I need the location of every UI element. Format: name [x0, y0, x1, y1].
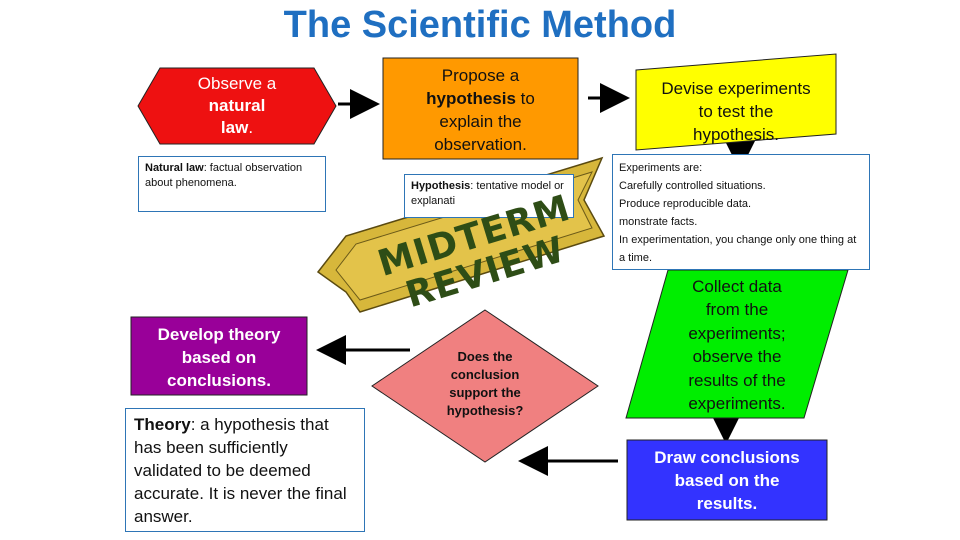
- theory-note: Theory: a hypothesis that has been suffi…: [125, 408, 365, 532]
- collect-line1: Collect data: [692, 276, 782, 296]
- collect-label: Collect data from the experiments; obser…: [648, 274, 826, 416]
- decision-line1: Does the: [457, 349, 513, 364]
- observe-label: Observe a natural law.: [160, 68, 314, 144]
- decision-label: Does the conclusion support the hypothes…: [420, 346, 550, 422]
- hypothesis-definition: : tentative model or explanati: [411, 180, 564, 207]
- collect-line5: results of the: [688, 370, 786, 390]
- collect-parallelogram: [625, 269, 849, 419]
- theory-definition: : a hypothesis that has been sufficientl…: [134, 415, 347, 526]
- experiments-label: Devise experiments to test the hypothesi…: [636, 76, 836, 146]
- hypothesis-label: Propose a hypothesis to explain the obse…: [383, 60, 578, 159]
- experiments-note-line1: Experiments are:: [619, 162, 703, 174]
- decision-line2: conclusion: [450, 367, 520, 382]
- theory-term: Theory: [134, 415, 191, 434]
- collect-line3: experiments;: [688, 323, 786, 343]
- decision-diamond: [371, 309, 599, 463]
- hypothesis-line1: Propose a: [441, 65, 520, 85]
- observe-line1: Observe a: [197, 74, 277, 93]
- observe-hexagon: [137, 67, 337, 145]
- hypothesis-bold: hypothesis: [426, 88, 516, 108]
- hypothesis-to: to: [515, 88, 535, 108]
- hypothesis-note: Hypothesis: tentative model or explanati: [404, 174, 574, 218]
- theory-label: Develop theory based on conclusions.: [131, 319, 307, 395]
- experiments-note-line5: In experimentation, you change only one …: [619, 234, 857, 264]
- experiments-note: Experiments are: Carefully controlled si…: [612, 154, 870, 270]
- observe-line2: natural: [208, 96, 266, 115]
- page-title: The Scientific Method: [283, 4, 677, 46]
- hypothesis-line3: explain the: [439, 111, 522, 131]
- experiments-note-line2: Carefully controlled situations.: [619, 180, 766, 192]
- decision-line4: hypothesis?: [446, 403, 524, 418]
- conclusions-box: [626, 439, 828, 521]
- experiments-note-line4: monstrate facts.: [619, 216, 698, 228]
- collect-line6: experiments.: [688, 394, 786, 413]
- collect-line2: from the: [705, 300, 769, 319]
- hypothesis-box: [382, 57, 579, 160]
- observe-period: .: [248, 118, 254, 137]
- natural-law-note: Natural law: factual observation about p…: [138, 156, 326, 212]
- experiments-line1: Devise experiments: [661, 78, 811, 98]
- theory-line1: Develop theory: [157, 324, 281, 344]
- observe-law: law: [220, 118, 249, 137]
- natural-law-term: Natural law: [145, 162, 204, 174]
- observe-line3: law.: [221, 117, 253, 139]
- hypothesis-term: Hypothesis: [411, 180, 471, 192]
- experiments-note-line3: Produce reproducible data.: [619, 198, 752, 210]
- decision-line3: support the: [449, 385, 521, 400]
- natural-law-definition: : factual observation about phenomena.: [145, 162, 303, 189]
- conclusions-line3: results.: [696, 493, 758, 513]
- hypothesis-line2: hypothesis to: [426, 87, 535, 110]
- experiments-box: [635, 53, 837, 151]
- hypothesis-line4: observation.: [434, 134, 527, 154]
- conclusions-label: Draw conclusions based on the results.: [627, 442, 827, 518]
- conclusions-line1: Draw conclusions: [654, 447, 800, 467]
- theory-box: [130, 316, 308, 396]
- collect-line4: observe the: [692, 347, 782, 366]
- theory-line2: based on: [181, 347, 257, 367]
- theory-line3: conclusions.: [167, 370, 271, 390]
- experiments-line3: hypothesis.: [693, 124, 779, 144]
- conclusions-line2: based on the: [674, 470, 780, 490]
- experiments-line2: to test the: [698, 101, 774, 121]
